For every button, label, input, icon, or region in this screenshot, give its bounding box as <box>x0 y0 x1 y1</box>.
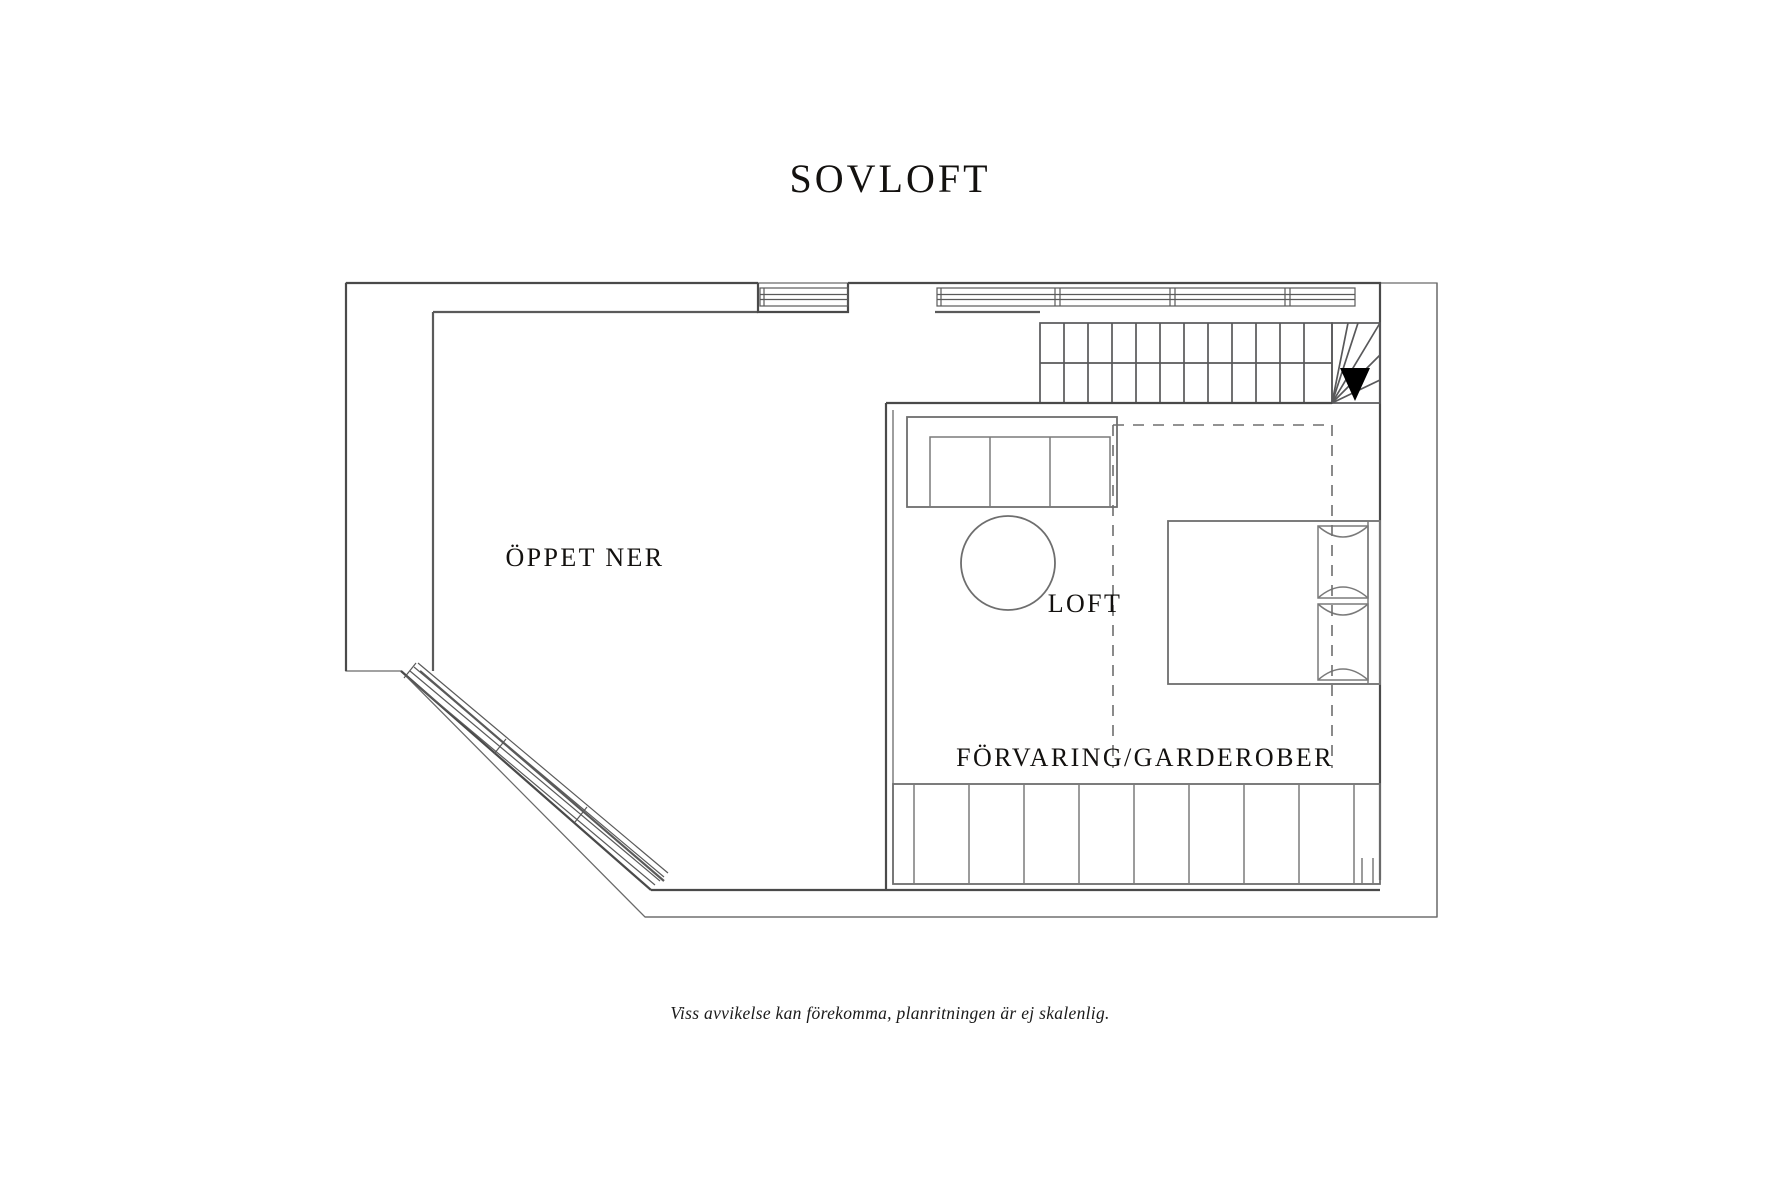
dashed-zone-outline <box>1112 424 1333 768</box>
outer-boundary <box>345 282 1438 918</box>
double-bed[interactable] <box>1167 520 1381 685</box>
label-open-below: ÖPPET NER <box>505 543 664 572</box>
pillow <box>1317 525 1369 599</box>
wall-shell <box>344 281 1438 918</box>
window-diagonal <box>403 662 669 886</box>
three-seat-sofa[interactable] <box>906 416 1118 508</box>
label-loft: LOFT <box>1048 589 1123 618</box>
window-top-short <box>759 287 849 307</box>
round-coffee-table[interactable] <box>960 515 1056 611</box>
page-title: SOVLOFT <box>789 156 991 201</box>
disclaimer-note: Viss avvikelse kan förekomma, planritnin… <box>670 1003 1110 1023</box>
loft-partition-walls <box>884 401 1332 890</box>
down-arrow-icon <box>1340 368 1370 401</box>
label-storage-wardrobes: FÖRVARING/GARDEROBER <box>956 743 1334 772</box>
window-top-long <box>936 287 1356 307</box>
wardrobe-units[interactable] <box>892 783 1381 885</box>
staircase-down[interactable] <box>1039 322 1381 404</box>
pillow <box>1317 603 1369 681</box>
